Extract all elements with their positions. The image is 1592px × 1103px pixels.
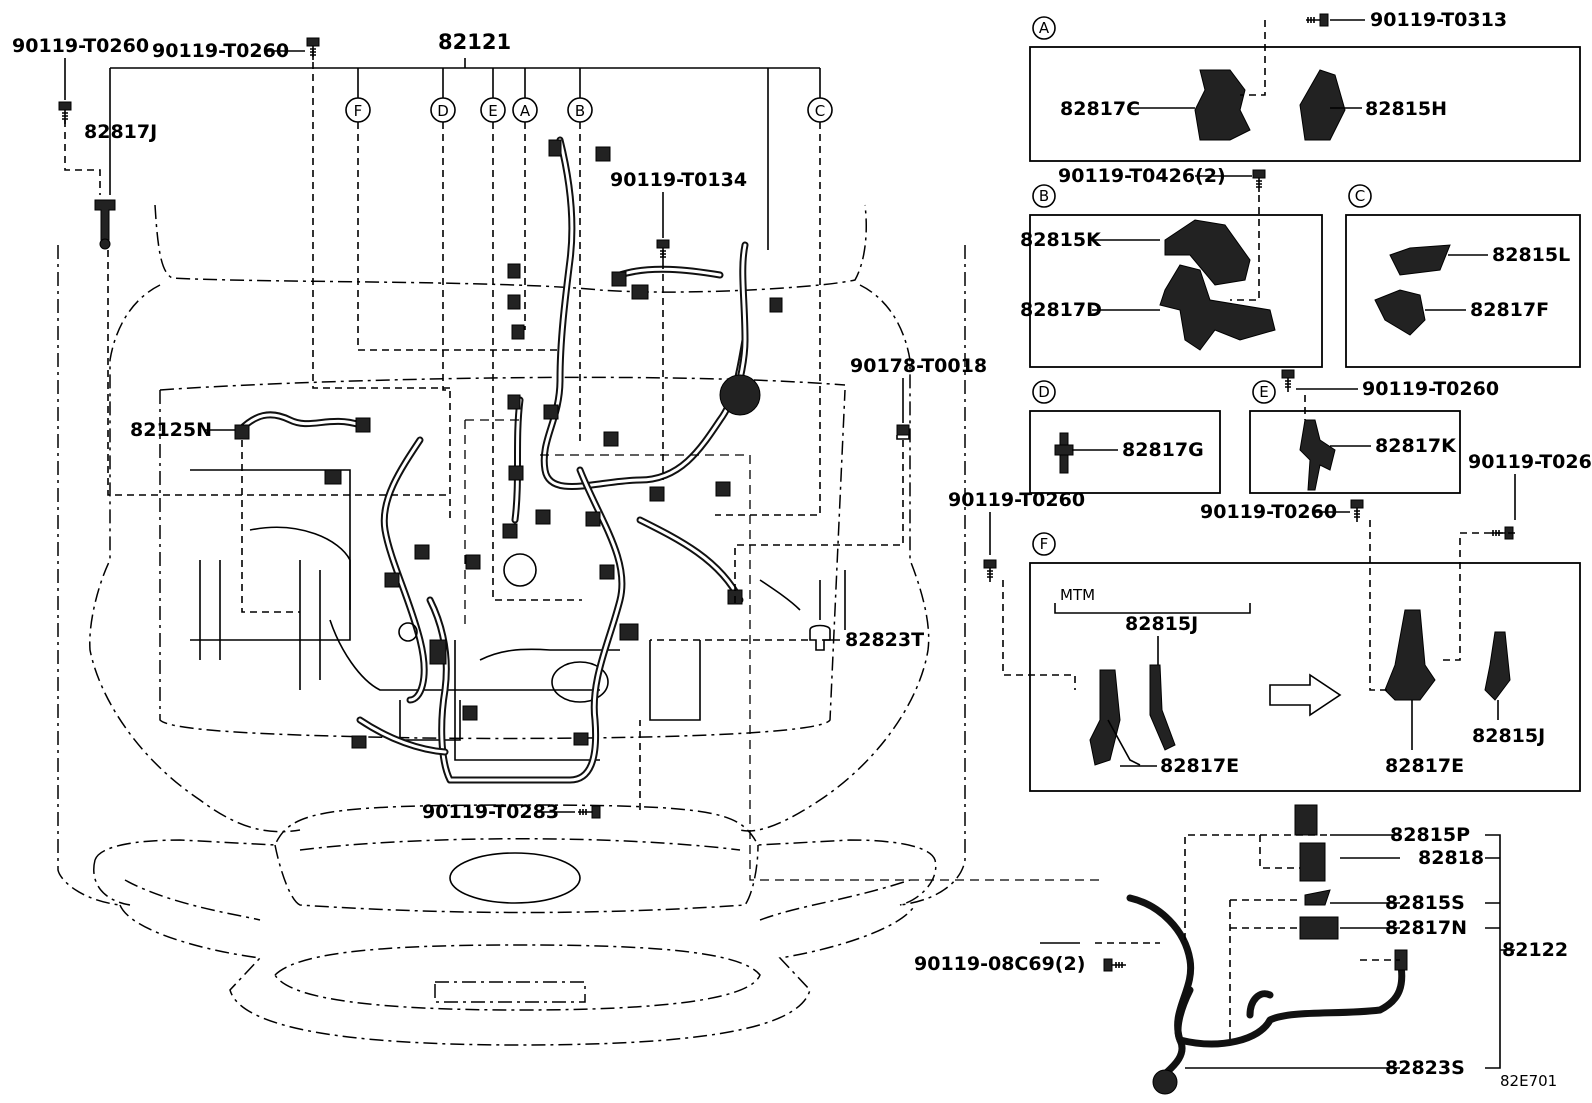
label-MTM: MTM [1060, 586, 1095, 604]
label-bolt-08c69: 90119-08C69(2) [914, 953, 1085, 975]
label-F-bolt-mid: 90119-T0260 [1200, 501, 1337, 523]
label-82815L: 82815L [1492, 244, 1570, 266]
label-F-82817E-right: 82817E [1385, 755, 1464, 777]
diagram-code: 82E701 [1500, 1072, 1557, 1090]
label-B-bolt: 90119-T0426(2) [1058, 165, 1226, 187]
label-bolt-t0283: 90119-T0283 [422, 801, 559, 823]
label-82125N: 82125N [130, 419, 212, 441]
label-F-82817E-left: 82817E [1160, 755, 1239, 777]
box-ref-A: A [1039, 19, 1050, 37]
label-82122: 82122 [1502, 939, 1568, 961]
label-bolt-t0134: 90119-T0134 [610, 169, 747, 191]
part-labels: 90119-T0260 90119-T0260 82817J 82121 901… [12, 9, 1592, 1090]
label-82823S: 82823S [1385, 1057, 1465, 1079]
box-ref-B: B [1039, 187, 1049, 205]
wire-harness-82122 [1126, 804, 1515, 1095]
ref-C: C [815, 102, 825, 120]
label-bolt-tl2: 90119-T0260 [152, 40, 289, 62]
ref-E: E [488, 102, 497, 120]
label-82121: 82121 [438, 30, 511, 54]
box-ref-C: C [1355, 187, 1365, 205]
ref-F: F [354, 102, 363, 120]
circle-refs: F D E A B C A B C D E F [345, 16, 1372, 556]
label-82815S: 82815S [1385, 892, 1465, 914]
label-F-82815J-left: 82815J [1125, 613, 1198, 635]
leader-lines [64, 50, 1160, 944]
box-ref-F: F [1040, 535, 1049, 553]
label-E-bolt: 90119-T0260 [1362, 378, 1499, 400]
engine-block [190, 469, 846, 761]
label-82817G: 82817G [1122, 439, 1204, 461]
label-bolt-tl1: 90119-T0260 [12, 35, 149, 57]
ref-A: A [520, 102, 531, 120]
label-F-bolt-left: 90119-T0260 [948, 489, 1085, 511]
wire-82125N [205, 411, 371, 613]
ref-B: B [575, 102, 585, 120]
detail-boxes [1002, 20, 1581, 792]
label-82817K: 82817K [1375, 435, 1457, 457]
label-F-82815J-right: 82815J [1472, 725, 1545, 747]
car-outline [57, 204, 966, 1046]
label-82817N: 82817N [1385, 917, 1467, 939]
ref-D: D [437, 102, 449, 120]
label-82815K: 82815K [1020, 229, 1102, 251]
box-ref-D: D [1038, 383, 1050, 401]
label-82818: 82818 [1418, 847, 1484, 869]
label-82817J: 82817J [84, 121, 157, 143]
label-bolt-t0018: 90178-T0018 [850, 355, 987, 377]
label-82815P: 82815P [1390, 824, 1470, 846]
label-82817D: 82817D [1020, 299, 1102, 321]
label-A-bolt: 90119-T0313 [1370, 9, 1507, 31]
label-82817C: 82817C [1060, 98, 1140, 120]
bolts [58, 13, 1514, 972]
box-ref-E: E [1259, 383, 1268, 401]
label-82823T: 82823T [845, 629, 924, 651]
label-F-bolt-right: 90119-T0260 [1468, 451, 1592, 473]
wire-harness-82121 [324, 136, 783, 784]
label-82817F: 82817F [1470, 299, 1549, 321]
label-82815H: 82815H [1365, 98, 1447, 120]
